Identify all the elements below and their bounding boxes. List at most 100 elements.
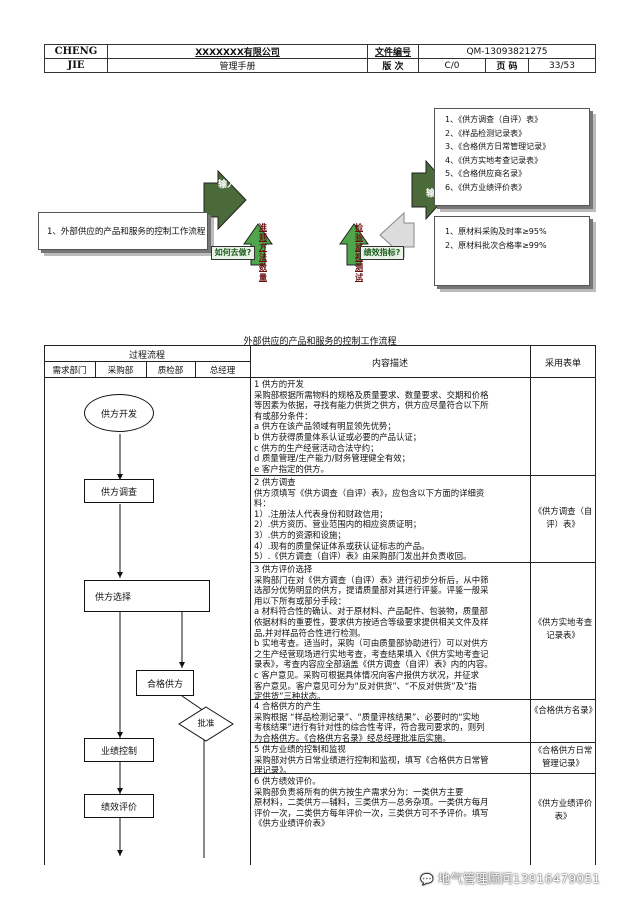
content-row-3: 3 供方评价选择 采购部门在对《供方调查（自评）表》进行初步分析后，从中筛 选部…: [254, 564, 528, 702]
content-line: 料：: [254, 498, 271, 509]
content-line: 采购部对供方日常业绩进行控制和监视，填写《合格供方日常管: [254, 754, 489, 765]
criteria-text: 准则方法数量: [259, 223, 267, 282]
flow-approve-label: 批准: [197, 719, 215, 729]
form-row-3: 《供方实地考查记录表》: [533, 617, 593, 640]
version-value: C/0: [418, 58, 486, 73]
kpi-box: 1、原材料采购及时率≥95% 2、原材料批次合格率≥99%: [434, 216, 590, 286]
output-item: 5、《合格供应商名录》: [445, 169, 527, 178]
form-row-6: 《供方业绩评价表》: [533, 798, 593, 821]
content-line: 3 供方评价选择: [254, 564, 313, 574]
header-jie: JIE: [44, 58, 108, 73]
col-divider-content: [250, 345, 251, 865]
process-sub-line: [44, 361, 250, 362]
content-line: a 供方在该产品领域有明显领先优势；: [254, 421, 396, 432]
dept-divider: [146, 361, 147, 377]
content-row-6: 6 供方绩效评价。 采购部负责将所有的供方按生产需求分为：一类供方主要 原材料，…: [254, 776, 528, 829]
table-border-top: [44, 345, 596, 346]
output-item: 4、《供方实地考查记录表》: [445, 155, 543, 165]
page-value: 33/53: [528, 58, 596, 73]
version-label: 版 次: [367, 58, 419, 73]
content-line: 采购根据 “样品检测记录”、“质量评核结果”、必要时的“实地: [254, 711, 480, 722]
check-text: 检验监视测试: [355, 223, 363, 282]
doc-no-label: 文件编号: [367, 44, 419, 59]
form-row-4: 《合格供方名录》: [530, 705, 597, 715]
input-label: 输入: [217, 180, 236, 190]
output-item: 2、《样品检测记录表》: [445, 128, 527, 138]
content-line: 依据材料的重要性，要求供方按适合等级要求提供相关文件及样: [254, 616, 489, 627]
content-line: 1）.注册法人代表身份和财政信用；: [254, 508, 388, 519]
content-line: 之生产经营现场进行实地考查，考查结果填入《供方实地考查记: [254, 648, 489, 659]
watermark-label: 地气管理顾问13916479051: [437, 871, 601, 886]
content-line: c 客户意见。采购可根据具体情况向客户报供方状况，并征求: [254, 669, 480, 680]
perf-label: 绩效指标?: [360, 246, 404, 260]
table-border-right: [595, 345, 596, 865]
kpi-chevron: [379, 211, 415, 259]
page-label: 页 码: [485, 58, 529, 73]
content-line: d 质量管理/生产能力/财务管理健全有效；: [254, 453, 410, 464]
dept-gm: 总经理: [209, 366, 236, 376]
dept-qc: 质检部: [157, 366, 184, 376]
content-line: 3）.供方的资源和设施；: [254, 529, 346, 540]
content-row-2: 2 供方调查 供方须填写《供方调查（自评）表》，应包含以下方面的详细资 料： 1…: [254, 477, 528, 562]
table-border-left: [44, 345, 45, 865]
dept-divider: [195, 361, 196, 377]
header-bottom-line: [44, 377, 596, 378]
content-line: 用以下所有或部分手段：: [254, 595, 347, 606]
content-line: 采购部根据所需物料的规格及质量要求、数量要求、交期和价格: [254, 389, 489, 400]
kpi-item: 2、原材料批次合格率≥99%: [445, 240, 547, 250]
form-row-2: 《供方调查（自评）表》: [533, 506, 593, 529]
manual-title: 管理手册: [107, 58, 368, 73]
content-line: 5）.《供方调查（自评）表》由采购部门发出并负责收回。: [254, 551, 472, 562]
content-line: 4）.现有的质量保证体系或获认证标志的产品。: [254, 540, 430, 551]
content-line: 考核结果”进行有针对性的综合性考评，符合我司要求的，则列: [254, 722, 485, 733]
content-line: 5 供方业绩的控制和监视: [254, 744, 346, 754]
head-content: 内容描述: [371, 359, 408, 369]
content-row-4: 4 合格供方的产生 采购根据 “样品检测记录”、“质量评核结果”、必要时的“实地…: [254, 701, 528, 743]
flow-node-performance-control: 业绩控制: [84, 738, 154, 762]
content-line: e 客户指定的供方。: [254, 463, 329, 474]
content-line: 录表》，考查内容应全部涵盖《供方调查（自评）表》内的内容。: [254, 659, 493, 670]
content-line: 定供货”三种状态。: [254, 691, 326, 702]
content-row-1: 1 供方的开发 采购部根据所需物料的规格及质量要求、数量要求、交期和价格 等因素…: [254, 379, 528, 474]
flow-node-survey: 供方调查: [84, 479, 154, 503]
content-line: 1 供方的开发: [254, 379, 304, 389]
flow-node-qualified: 合格供方: [136, 670, 194, 696]
header-table: CHENG XXXXXXX有限公司 文件编号 QM-13093821275 JI…: [44, 44, 596, 73]
content-line: 原材料，二类供方—辅料，三类供方—总务杂项。一类供方每月: [254, 797, 489, 808]
content-line: 有或部分条件：: [254, 410, 313, 421]
process-box: 1、外部供应的产品和服务的控制工作流程: [38, 212, 208, 250]
content-line: a 材料符合性的确认、对于原材料、产品配件、包装物，质量部: [254, 606, 488, 617]
content-line: 客户意见。客户意见可分为“反对供货”、“不反对供货”及“指: [254, 680, 477, 691]
dept-demand: 需求部门: [52, 366, 87, 376]
dept-divider: [95, 361, 96, 377]
watermark-text: 💬 地气管理顾问13916479051: [420, 868, 600, 887]
head-process: 过程流程: [128, 351, 165, 361]
head-forms: 采用表单: [544, 359, 581, 369]
row-divider: [250, 773, 596, 774]
company-name: XXXXXXX有限公司: [107, 44, 368, 59]
flow-node-select: 供方选择: [84, 580, 210, 612]
table-title: 外部供应的产品和服务的控制工作流程: [243, 337, 397, 347]
output-item: 6、《供方业绩评价表》: [445, 182, 527, 192]
content-line: 理记录》。: [254, 765, 292, 776]
header-cheng: CHENG: [44, 44, 108, 59]
content-row-5: 5 供方业绩的控制和监视 采购部对供方日常业绩进行控制和监视，填写《合格供方日常…: [254, 744, 528, 776]
col-divider-forms: [530, 345, 531, 865]
content-line: b 实地考查。适当时，采购（可由质量部协助进行）可以对供方: [254, 638, 489, 649]
output-item: 1、《供方调查（自评）表》: [445, 115, 543, 124]
flowchart-connectors: [117, 434, 205, 858]
content-line: 供方须填写《供方调查（自评）表》，应包含以下方面的详细资: [254, 487, 485, 498]
content-line: 等因素为依据，寻找有能力供货之供方，供方应尽量符合以下所: [254, 400, 489, 411]
content-line: 6 供方绩效评价。: [254, 776, 321, 786]
content-line: c 供方的生产经营活动合法守约；: [254, 442, 379, 453]
content-line: 2 供方调查: [254, 477, 296, 487]
content-line: 品,并对样品符合性进行检测。: [254, 627, 366, 638]
how-label: 如何去做?: [211, 246, 255, 260]
form-row-5: 《合格供方日常管理记录》: [533, 745, 593, 768]
process-box-text: 1、外部供应的产品和服务的控制工作流程: [47, 227, 206, 237]
content-line: 2）.供方资历、营业范围内的相应资质证明；: [254, 519, 422, 530]
content-line: b 供方获得质量体系认证或必要的产品认证；: [254, 431, 422, 442]
flow-decision-diamond: [178, 706, 234, 742]
row-divider: [250, 699, 596, 700]
outputs-box: 1、《供方调查（自评）表》 2、《样品检测记录表》 3、《合格供方日常管理记录》…: [434, 108, 590, 206]
